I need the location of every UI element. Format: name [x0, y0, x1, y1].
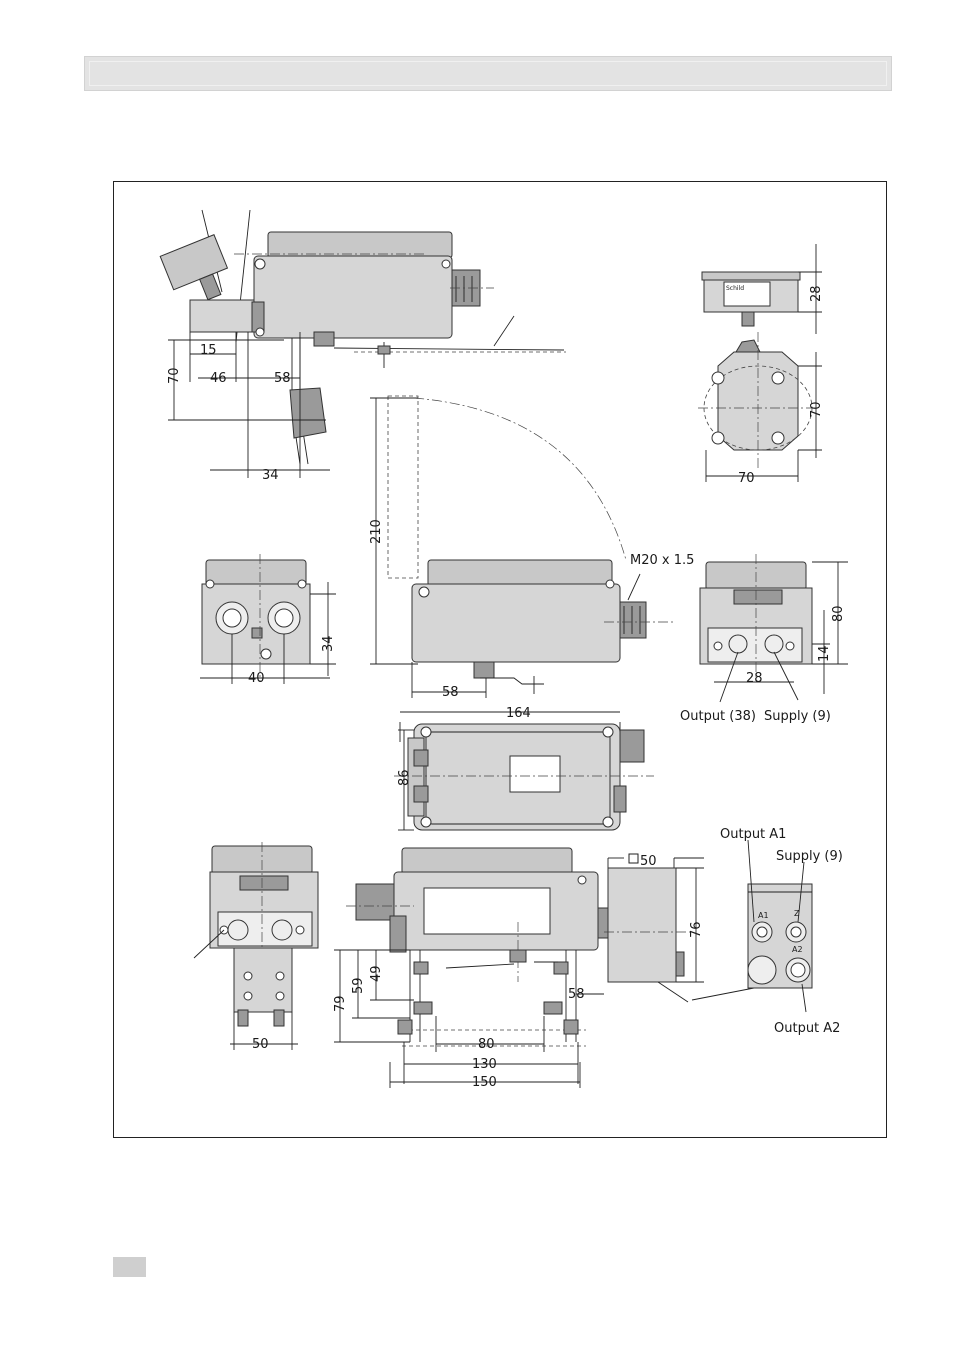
dim-59: 59 — [351, 977, 366, 994]
dim-34-side: 34 — [262, 468, 279, 483]
label-supply-9-block: Supply (9) — [776, 849, 843, 864]
dim-80-bracket: 80 — [478, 1037, 495, 1052]
view-bottom-center: 79 59 49 58 80 130 150 — [333, 848, 604, 1090]
label-output-a2: Output A2 — [774, 1021, 840, 1036]
dim-50-bracket: 50 — [252, 1037, 269, 1052]
dim-76: 76 — [689, 921, 704, 938]
dim-210: 210 — [369, 519, 384, 544]
label-output-38: Output (38) — [680, 709, 756, 724]
port-a2-mark: A2 — [792, 945, 803, 954]
dim-58-front: 58 — [442, 685, 459, 700]
port-a1-mark: A1 — [758, 911, 769, 920]
dim-164: 164 — [506, 706, 531, 721]
dim-79: 79 — [333, 995, 348, 1012]
dim-150: 150 — [472, 1075, 497, 1090]
dim-50-square: 50 — [640, 854, 657, 869]
view-side-bracket: 15 46 58 70 34 — [160, 210, 566, 483]
dim-34-ports: 34 — [321, 635, 336, 652]
dim-14: 14 — [817, 645, 832, 662]
view-output-block: A1 Z A2 Output A1 Supply (9) Output A2 — [720, 827, 843, 1036]
dim-28-ports: 28 — [746, 671, 763, 686]
dim-15: 15 — [200, 343, 217, 358]
header-bar — [84, 56, 892, 91]
page-tab — [113, 1257, 146, 1277]
dim-130: 130 — [472, 1057, 497, 1072]
view-small-unit: Schild 28 70 70 — [698, 244, 824, 486]
dim-46: 46 — [210, 371, 227, 386]
dim-49: 49 — [369, 965, 384, 982]
dim-28-small: 28 — [809, 285, 824, 302]
dim-70-small-w: 70 — [738, 471, 755, 486]
dim-70-small-h: 70 — [809, 401, 824, 418]
dim-86: 86 — [397, 769, 412, 786]
dim-58: 58 — [274, 371, 291, 386]
schild-label: Schild — [726, 285, 744, 292]
view-front-swing: 210 M20 x 1.5 58 — [369, 396, 694, 700]
view-bottom-left: 50 — [194, 842, 318, 1052]
view-right-ports: 80 14 28 Output (38) Supply (9) — [680, 554, 848, 724]
drawing-frame: 15 46 58 70 34 Schild 28 70 70 — [113, 181, 887, 1138]
view-top: 164 86 — [394, 706, 654, 830]
view-left-ports: 34 40 — [200, 554, 336, 686]
dim-70-side: 70 — [167, 367, 182, 384]
dimension-drawing: 15 46 58 70 34 Schild 28 70 70 — [114, 182, 888, 1139]
dim-40: 40 — [248, 671, 265, 686]
label-output-a1: Output A1 — [720, 827, 786, 842]
dim-80-side: 80 — [831, 605, 846, 622]
label-supply-9: Supply (9) — [764, 709, 831, 724]
dim-58-bottom: 58 — [568, 987, 585, 1002]
thread-label: M20 x 1.5 — [630, 553, 694, 568]
view-small-block: 50 76 — [598, 854, 754, 1002]
